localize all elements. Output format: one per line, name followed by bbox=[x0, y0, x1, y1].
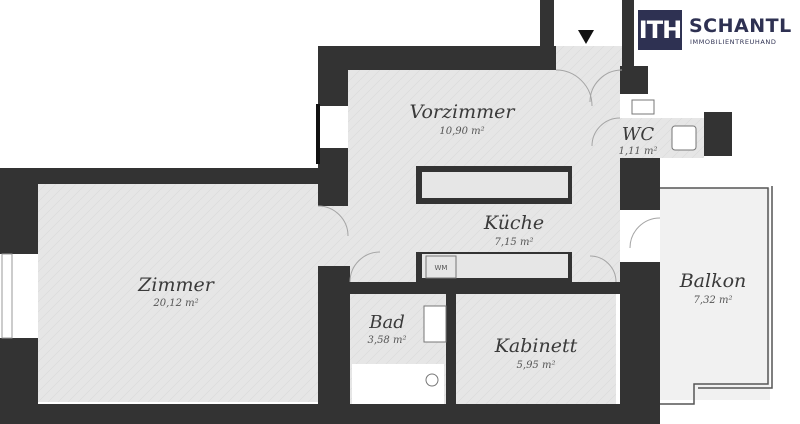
wall-vorzimmer-top bbox=[318, 46, 556, 70]
floor-door-zimmer bbox=[318, 206, 348, 266]
brand-tagline: IMMOBILIENTREUHAND bbox=[690, 38, 777, 46]
wall-bad-top bbox=[350, 282, 620, 294]
zimmer-window bbox=[1, 253, 13, 339]
room-name-kabinett: Kabinett bbox=[494, 335, 578, 357]
room-area-vorzimmer: 10,90 m² bbox=[439, 126, 484, 137]
room-name-balkon: Balkon bbox=[679, 270, 747, 292]
kitchen-counter-bottom bbox=[422, 254, 568, 278]
fixtures: WM bbox=[1, 99, 697, 404]
wall-wc-right bbox=[704, 112, 732, 156]
wc-sink bbox=[631, 99, 655, 115]
kitchen-counter-top bbox=[422, 172, 568, 198]
washer-box bbox=[425, 255, 457, 279]
room-area-wc: 1,11 m² bbox=[619, 146, 658, 157]
brand-name: SCHANTL bbox=[689, 15, 792, 37]
balcony-railing bbox=[660, 186, 773, 405]
wall-wc-top bbox=[620, 66, 648, 94]
wall-zimmer-top bbox=[0, 168, 318, 184]
room-name-vorzimmer: Vorzimmer bbox=[410, 101, 517, 123]
brand-mark: ITH bbox=[638, 16, 682, 44]
wall-entry-post bbox=[540, 0, 554, 70]
room-area-zimmer: 20,12 m² bbox=[152, 298, 198, 309]
door-swings bbox=[317, 69, 661, 283]
wall-entry-right bbox=[622, 0, 634, 66]
entrance-arrow-icon bbox=[578, 30, 594, 44]
floor-kabinett bbox=[456, 292, 616, 404]
room-name-wc: WC bbox=[622, 124, 655, 145]
floor-entry bbox=[556, 46, 622, 76]
entry-door-frame bbox=[316, 104, 320, 164]
room-area-bad: 3,58 m² bbox=[368, 335, 407, 346]
shower-drain bbox=[425, 373, 439, 387]
floor-balkon bbox=[660, 188, 770, 400]
wall-kabinett-right bbox=[620, 262, 660, 424]
room-area-kueche: 7,15 m² bbox=[495, 237, 534, 248]
wall-zimmer-right-lower bbox=[318, 266, 350, 424]
floor-areas bbox=[38, 46, 770, 404]
room-area-balkon: 7,32 m² bbox=[694, 295, 733, 306]
wall-zimmer-right-upper bbox=[318, 148, 348, 206]
room-labels: Vorzimmer 10,90 m² WC 1,11 m² Küche 7,15… bbox=[137, 101, 746, 371]
brand-logo-icon: ITH bbox=[638, 10, 682, 50]
wall-wc-bottom bbox=[620, 158, 660, 210]
bad-sink bbox=[423, 305, 447, 343]
room-name-bad: Bad bbox=[368, 312, 404, 333]
room-name-zimmer: Zimmer bbox=[137, 274, 216, 296]
washer-label: WM bbox=[435, 264, 448, 272]
shower-tray bbox=[352, 364, 444, 404]
floor-zimmer bbox=[38, 184, 318, 402]
wall-bad-kabinett bbox=[446, 282, 456, 404]
toilet-tank bbox=[671, 125, 697, 151]
room-name-kueche: Küche bbox=[483, 212, 544, 234]
room-area-kabinett: 5,95 m² bbox=[517, 360, 556, 371]
